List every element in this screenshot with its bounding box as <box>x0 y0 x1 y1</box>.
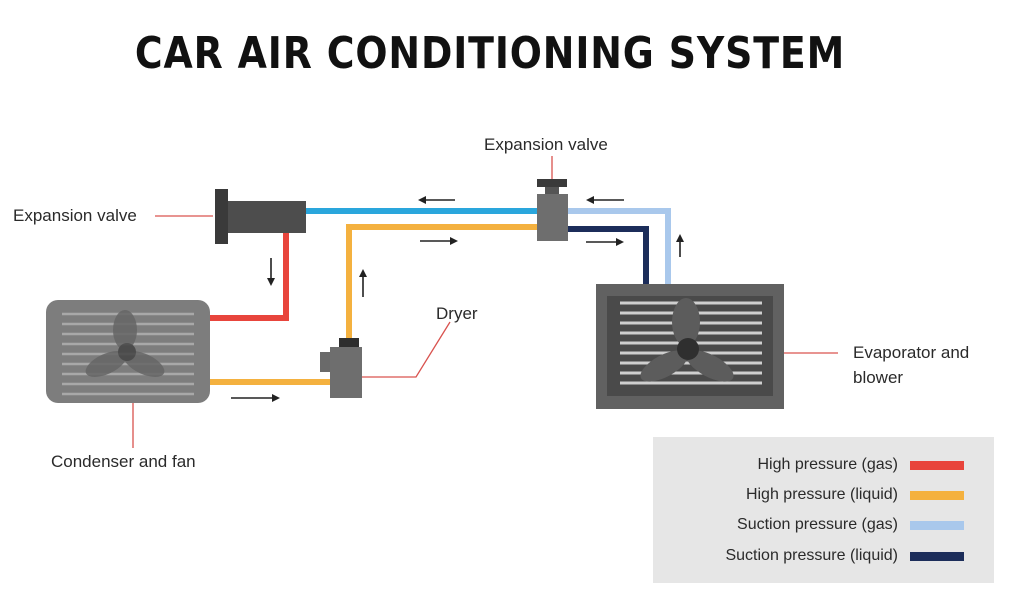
leader-dryer <box>362 321 451 378</box>
label-dryer: Dryer <box>436 304 478 323</box>
legend-swatch <box>910 551 964 561</box>
legend-item-suction-liquid: Suction pressure (liquid) <box>725 541 994 571</box>
condenser <box>46 300 210 403</box>
legend: High pressure (gas) High pressure (liqui… <box>653 437 994 583</box>
fan-icon <box>85 310 165 377</box>
legend-swatch <box>910 490 964 500</box>
legend-swatch <box>910 520 964 530</box>
label-expansion-valve-left: Expansion valve <box>13 206 137 225</box>
arrow-icon <box>420 237 458 245</box>
flow-arrows <box>231 196 684 402</box>
pipe-liquid-top <box>346 224 538 340</box>
arrow-icon <box>586 196 624 204</box>
pipe-suction-gas <box>568 208 671 288</box>
evaporator <box>596 284 784 409</box>
expansion-valve-left <box>215 189 306 244</box>
arrow-icon <box>586 238 624 246</box>
leader-lines <box>132 156 838 448</box>
page-title: CAR AIR CONDITIONING SYSTEM <box>134 28 846 79</box>
label-evaporator-line1: Evaporator and <box>853 343 970 362</box>
arrow-icon <box>359 269 367 297</box>
label-expansion-valve-top: Expansion valve <box>484 135 608 154</box>
arrow-icon <box>231 394 280 402</box>
arrow-icon <box>676 234 684 257</box>
legend-label: High pressure (liquid) <box>745 486 898 503</box>
pipe-suction-liquid <box>568 226 649 288</box>
arrow-icon <box>267 258 275 286</box>
legend-item-suction-gas: Suction pressure (gas) <box>737 510 994 540</box>
dryer <box>320 338 362 398</box>
legend-item-high-gas: High pressure (gas) <box>758 450 995 480</box>
label-condenser: Condenser and fan <box>51 452 196 471</box>
arrow-icon <box>418 196 455 204</box>
fan-icon <box>640 298 734 382</box>
expansion-valve-top <box>537 179 568 241</box>
pipes <box>210 208 671 385</box>
pipe-high-gas <box>210 232 289 321</box>
legend-item-high-liquid: High pressure (liquid) <box>746 480 994 510</box>
legend-swatch <box>910 460 964 470</box>
legend-label: Suction pressure (liquid) <box>725 547 898 564</box>
legend-label: Suction pressure (gas) <box>737 516 898 533</box>
label-evaporator-line2: blower <box>853 368 904 387</box>
legend-label: High pressure (gas) <box>757 456 899 473</box>
